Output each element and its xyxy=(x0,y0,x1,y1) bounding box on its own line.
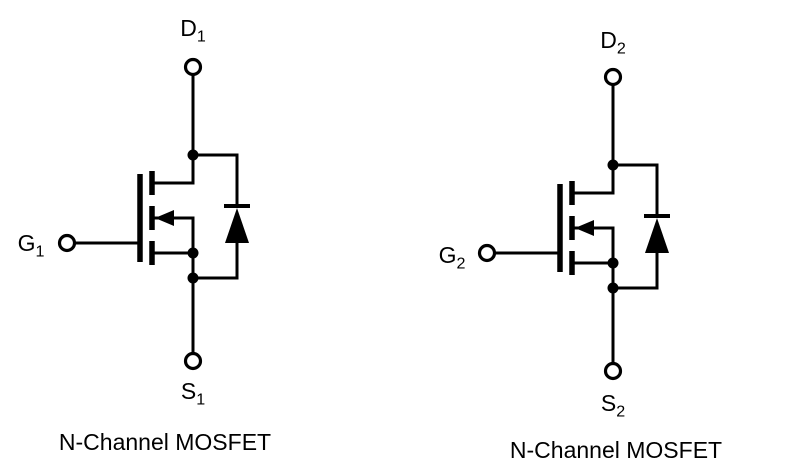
drain-wire xyxy=(150,75,195,185)
diode-anode-triangle xyxy=(225,208,249,243)
source-label-1: S1 xyxy=(180,378,205,408)
diode-top-wire xyxy=(613,163,659,214)
gate-letter: G xyxy=(17,230,36,256)
drain-junction-dot xyxy=(187,149,199,161)
source-subscript: 2 xyxy=(616,402,626,421)
drain-letter: D xyxy=(600,27,617,53)
body-source-wire xyxy=(570,226,615,363)
gate-letter: G xyxy=(438,242,457,268)
drain-letter: D xyxy=(180,15,197,41)
drain-wire xyxy=(570,85,615,195)
gate-label-1: G1 xyxy=(17,230,45,260)
caption-2: N-Channel MOSFET xyxy=(509,437,723,463)
drain-subscript: 1 xyxy=(196,27,206,46)
diode-top-wire xyxy=(193,153,239,204)
drain-terminal xyxy=(183,57,203,77)
body-source-wire xyxy=(150,216,195,353)
gate-terminal xyxy=(477,243,497,263)
gate-label-2: G2 xyxy=(438,242,466,272)
source-letter: S xyxy=(180,378,197,404)
source-terminal xyxy=(603,361,623,381)
mosfet-symbol-2 xyxy=(477,67,670,381)
diode-junction-dot xyxy=(607,282,619,294)
mosfet-symbol-1 xyxy=(57,57,250,371)
source-letter: S xyxy=(600,390,617,416)
source-terminal xyxy=(183,351,203,371)
diode-bottom-wire xyxy=(193,243,239,280)
caption-1: N-Channel MOSFET xyxy=(58,429,272,455)
gate-subscript: 1 xyxy=(35,242,45,261)
drain-subscript: 2 xyxy=(616,39,626,58)
source-subscript: 1 xyxy=(196,390,206,409)
drain-terminal xyxy=(603,67,623,87)
diode-junction-dot xyxy=(187,272,199,284)
diode-anode-triangle xyxy=(645,218,669,253)
source-junction-dot xyxy=(607,257,619,269)
drain-label-2: D2 xyxy=(600,27,626,57)
diode-bottom-wire xyxy=(613,253,659,290)
gate-subscript: 2 xyxy=(456,254,466,273)
drain-junction-dot xyxy=(607,159,619,171)
gate-terminal xyxy=(57,233,77,253)
source-junction-dot xyxy=(187,247,199,259)
source-label-2: S2 xyxy=(600,390,625,420)
drain-label-1: D1 xyxy=(180,15,206,45)
